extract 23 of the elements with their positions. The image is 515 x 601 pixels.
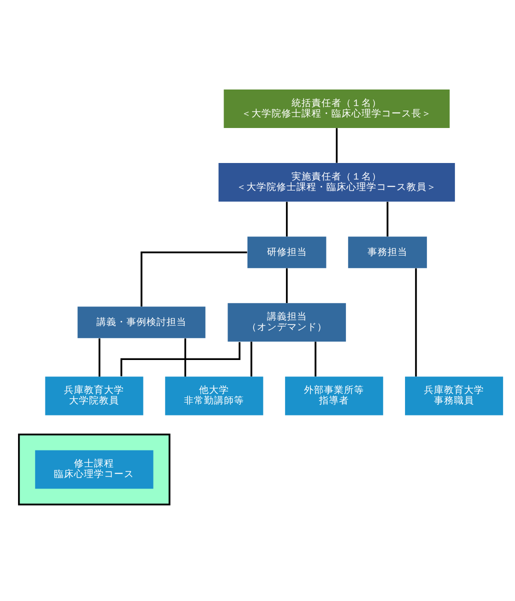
node-box: 兵庫教育大学 事務職員 [405, 376, 504, 416]
node-box: 研修担当 [247, 236, 326, 268]
connector [386, 202, 388, 236]
node-box: 統括責任者（１名） ＜大学院修士課程・臨床心理学コース長＞ [224, 90, 450, 128]
node-box: 外部事業所等 指導者 [285, 376, 384, 416]
node-box: 講義・事例検討担当 [78, 306, 206, 338]
node-box: 実施責任者（１名） ＜大学院修士課程・臨床心理学コース教員＞ [218, 163, 455, 202]
connector [314, 342, 316, 376]
connector [286, 268, 288, 304]
connector [415, 268, 417, 377]
node-box: 他大学 非常勤講師等 [165, 376, 264, 416]
node-box: 修士課程 臨床心理学コース [35, 450, 154, 489]
node-box: 兵庫教育大学 大学院教員 [45, 376, 144, 416]
cluster [18, 434, 170, 506]
connector [286, 202, 288, 236]
connector [140, 251, 248, 306]
node-box: 講義担当 （オンデマンド） [228, 303, 346, 342]
connector [184, 338, 186, 377]
connector [98, 338, 100, 377]
connector [120, 342, 240, 376]
connector [250, 342, 252, 376]
connector [336, 128, 338, 163]
node-box: 事務担当 [348, 236, 427, 268]
